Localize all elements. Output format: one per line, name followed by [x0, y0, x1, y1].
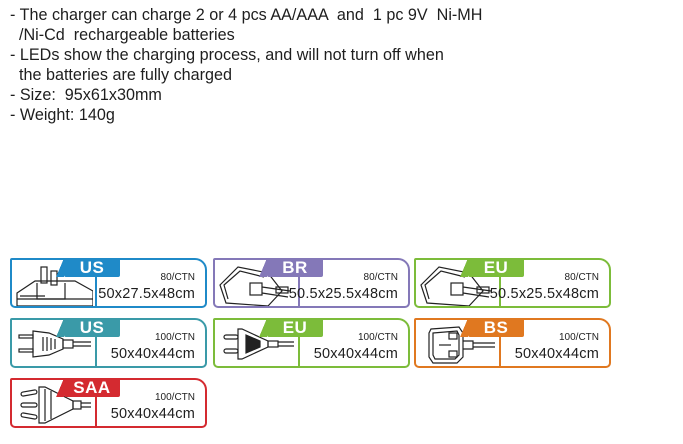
plug-type-badge: EU — [259, 318, 323, 337]
carton-dimensions: 50x40x44cm — [313, 346, 398, 362]
spec-line: - Size: 95x61x30mm — [10, 86, 162, 104]
saa-plug-cord-icon — [20, 386, 91, 424]
eu-plug-cord-icon — [223, 328, 294, 360]
plug-card-us-adapter: US 80/CTN 50x27.5x48cm — [10, 258, 207, 308]
units-per-carton: 80/CTN — [363, 272, 398, 283]
plug-type-badge: EU — [460, 258, 524, 277]
plug-card-eu-cord: EU 100/CTN 50x40x44cm — [213, 318, 410, 368]
divider — [95, 337, 97, 366]
plug-card-eu-adapter: EU 80/CTN 50.5x25.5x48cm — [414, 258, 611, 308]
plug-card-br-adapter: BR 80/CTN 50.5x25.5x48cm — [213, 258, 410, 308]
spec-line: the batteries are fully charged — [10, 66, 233, 84]
carton-dimensions: 50.5x25.5x48cm — [489, 286, 599, 302]
units-per-carton: 100/CTN — [154, 392, 195, 403]
carton-dimensions: 50.5x25.5x48cm — [288, 286, 398, 302]
divider — [499, 277, 501, 306]
plug-card-saa-cord: SAA 100/CTN 50x40x44cm — [10, 378, 207, 428]
carton-dimensions: 50x27.5x48cm — [98, 286, 195, 302]
plug-type-badge: US — [56, 318, 120, 337]
divider — [95, 277, 97, 306]
plug-type-badge: BR — [259, 258, 323, 277]
units-per-carton: 80/CTN — [160, 272, 195, 283]
spec-line: - LEDs show the charging process, and wi… — [10, 46, 444, 64]
plug-type-badge: SAA — [56, 378, 120, 397]
us-plug-cord-icon — [18, 330, 91, 358]
spec-line: - Weight: 140g — [10, 106, 115, 124]
units-per-carton: 100/CTN — [558, 332, 599, 343]
divider — [95, 397, 97, 426]
spec-line: /Ni-Cd rechargeable batteries — [10, 26, 235, 44]
plug-type-badge: US — [56, 258, 120, 277]
carton-dimensions: 50x40x44cm — [514, 346, 599, 362]
carton-dimensions: 50x40x44cm — [110, 346, 195, 362]
spec-list: - The charger can charge 2 or 4 pcs AA/A… — [10, 5, 482, 125]
divider — [298, 337, 300, 366]
carton-dimensions: 50x40x44cm — [110, 406, 195, 422]
plug-card-us-cord: US 100/CTN 50x40x44cm — [10, 318, 207, 368]
plug-type-badge: BS — [460, 318, 524, 337]
divider — [499, 337, 501, 366]
units-per-carton: 100/CTN — [154, 332, 195, 343]
units-per-carton: 80/CTN — [564, 272, 599, 283]
spec-line: - The charger can charge 2 or 4 pcs AA/A… — [10, 6, 483, 24]
units-per-carton: 100/CTN — [357, 332, 398, 343]
divider — [298, 277, 300, 306]
plug-card-bs-cord: BS 100/CTN 50x40x44cm — [414, 318, 611, 368]
wall-adapter-us-icon — [16, 266, 93, 306]
